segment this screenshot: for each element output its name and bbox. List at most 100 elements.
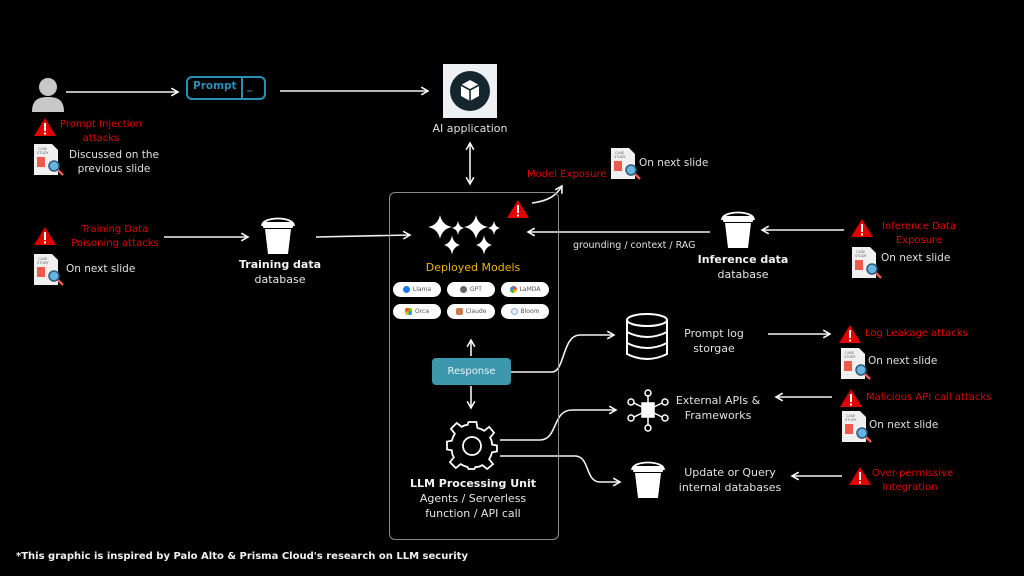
sparkles-icon (428, 215, 500, 255)
label-line: External APIs & (675, 394, 761, 407)
svg-text:STUDY: STUDY (614, 155, 626, 159)
warning-icon (840, 389, 862, 407)
anthropic-icon (455, 308, 463, 315)
model-pill-bloom: Bloom (501, 304, 549, 319)
model-label: LaMDA (519, 286, 541, 293)
inference-exposure-note: On next slide (881, 252, 951, 264)
llm-system-container (389, 192, 559, 540)
ai-application-label: AI application (432, 122, 508, 135)
deployed-models-title: Deployed Models (425, 261, 521, 274)
bloom-icon (510, 308, 518, 315)
threat-line: Integration (882, 482, 938, 493)
model-label: Orca (414, 308, 430, 315)
warning-icon (34, 227, 56, 245)
prompt-label: Prompt (193, 80, 237, 92)
db-title: Inference data (697, 253, 789, 266)
inference-db-label: Inference data database (688, 252, 798, 282)
llm-unit-line: Agents / Serverless (419, 492, 527, 505)
arrow-training-to-models (315, 230, 412, 240)
threat-line: Prompt Injection (60, 119, 142, 130)
external-apis-label: External APIs & Frameworks (672, 393, 764, 423)
model-exposure-note: On next slide (639, 157, 709, 169)
response-box: Response (432, 358, 511, 385)
log-leakage-note: On next slide (868, 355, 938, 367)
svg-text:CASE: CASE (845, 351, 854, 355)
label-line: Update or Query (684, 466, 776, 479)
prompt-log-label: Prompt log storgae (672, 326, 756, 356)
cube-icon (450, 71, 490, 111)
prompt-cursor: _ (247, 79, 253, 92)
google-icon (509, 286, 517, 293)
bucket-icon (721, 211, 755, 248)
svg-text:CASE: CASE (38, 147, 47, 151)
svg-text:STUDY: STUDY (855, 254, 867, 258)
note-line: Discussed on the (69, 149, 159, 161)
log-leakage-title: Log Leakage attacks (865, 328, 968, 339)
inference-exposure-title: Inference Data Exposure (874, 220, 964, 248)
training-db-label: Training data database (225, 257, 335, 287)
bucket-icon (631, 461, 665, 498)
warning-icon (507, 200, 529, 218)
bucket-icon (261, 217, 295, 254)
svg-text:STUDY: STUDY (844, 355, 856, 359)
threat-line: Poisoning attacks (71, 238, 159, 249)
wire-llm-to-db (500, 455, 622, 487)
label-line: Prompt log (684, 327, 744, 340)
warning-icon (839, 325, 861, 343)
openai-icon (460, 286, 468, 293)
threat-line: Exposure (895, 235, 943, 246)
model-label: Llama (412, 286, 432, 293)
model-pill-gpt: GPT (447, 282, 495, 297)
db-subtitle: database (254, 273, 306, 286)
model-pill-orca: Orca (393, 304, 441, 319)
llm-unit-title: LLM Processing Unit (409, 477, 536, 490)
warning-icon (851, 219, 873, 237)
arrow-model-exposure (531, 184, 563, 204)
training-poisoning-title: Training Data Poisoning attacks (60, 223, 170, 251)
prompt-injection-title: Prompt Injection attacks (56, 118, 146, 146)
svg-text:CASE: CASE (846, 414, 855, 418)
training-poisoning-note: On next slide (66, 263, 136, 275)
threat-line: attacks (82, 133, 120, 144)
model-exposure-title: Model Exposure (527, 169, 607, 180)
model-pill-lamda: LaMDA (501, 282, 549, 297)
model-label: GPT (470, 286, 482, 293)
label-line: internal databases (678, 481, 782, 494)
svg-text:STUDY: STUDY (37, 261, 49, 265)
label-line: storgae (693, 342, 735, 355)
malicious-api-note: On next slide (869, 419, 939, 431)
llm-unit-line: function / API call (425, 507, 521, 520)
note-line: previous slide (77, 163, 151, 175)
svg-text:STUDY: STUDY (37, 151, 49, 155)
threat-line: Training Data (81, 224, 149, 235)
svg-text:CASE: CASE (615, 151, 624, 155)
db-subtitle: database (717, 268, 769, 281)
database-icon (626, 313, 668, 360)
warning-icon (849, 467, 871, 485)
user-icon (32, 78, 64, 112)
api-network-icon (627, 389, 669, 432)
threat-line: Over-permissive (872, 468, 954, 479)
footer-note: *This graphic is inspired by Palo Alto &… (16, 551, 468, 562)
meta-icon (402, 286, 410, 293)
wire-response-to-log (511, 330, 616, 373)
gear-icon (446, 421, 498, 471)
microsoft-icon (404, 308, 412, 315)
warning-icon (34, 118, 56, 136)
internal-db-label: Update or Query internal databases (672, 465, 788, 495)
prompt-input-box: Prompt _ (186, 76, 266, 100)
svg-text:STUDY: STUDY (845, 418, 857, 422)
malicious-api-title: Malicious API call attacks (866, 392, 992, 403)
wire-llm-to-apis (500, 405, 618, 441)
svg-text:CASE: CASE (856, 250, 865, 254)
db-title: Training data (238, 258, 322, 271)
svg-text:CASE: CASE (38, 257, 47, 261)
ai-application-tile (443, 64, 497, 118)
